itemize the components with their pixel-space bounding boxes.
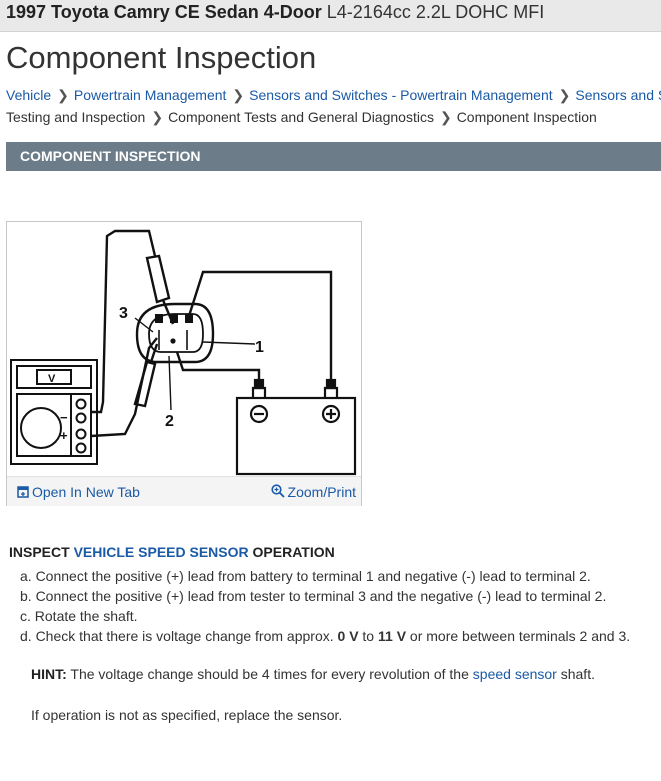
breadcrumb-current: Component Inspection: [456, 109, 597, 125]
vehicle-model: 1997 Toyota Camry CE Sedan 4-Door: [6, 2, 322, 22]
callout-1: 1: [255, 339, 264, 356]
breadcrumb: Vehicle❯Powertrain Management❯Sensors an…: [6, 87, 661, 104]
hint-text: The voltage change should be 4 times for…: [66, 666, 473, 682]
breadcrumb-sensors-and-switches[interactable]: Sensors and Switches - Powertrain Manage…: [249, 87, 553, 103]
probe-lower: [133, 360, 157, 408]
step-a: a. Connect the positive (+) lead from ba…: [20, 568, 591, 584]
voltage-max: 11 V: [378, 628, 407, 644]
speed-sensor-link[interactable]: speed sensor: [472, 666, 557, 682]
chevron-right-icon: ❯: [558, 87, 571, 103]
vehicle-engine: L4-2164cc 2.2L DOHC MFI: [326, 2, 545, 22]
sensor-connector: [135, 302, 215, 364]
title-suffix: OPERATION: [248, 544, 335, 560]
step-d-end: or more between terminals 2 and 3.: [406, 628, 631, 644]
wire-battery-minus: [175, 351, 261, 386]
title-prefix: INSPECT: [9, 544, 74, 560]
instructions: INSPECT VEHICLE SPEED SENSOR OPERATION a…: [9, 544, 659, 646]
wire-tester-minus: [91, 229, 157, 414]
probe-upper: [145, 254, 171, 304]
voltage-min: 0 V: [337, 628, 359, 644]
battery: [235, 378, 357, 476]
chevron-right-icon: ❯: [57, 87, 69, 103]
breadcrumb-line2: Testing and Inspection❯Component Tests a…: [6, 109, 597, 126]
breadcrumb-component-tests[interactable]: Component Tests and General Diagnostics: [168, 109, 434, 125]
meter-label: V: [48, 373, 56, 385]
zoom-label: Zoom/Print: [287, 484, 356, 500]
chevron-right-icon: ❯: [151, 109, 164, 125]
probe-lower-tip: [149, 343, 159, 363]
hint-text-end: shaft.: [556, 666, 595, 682]
replacement-note: If operation is not as specified, replac…: [31, 707, 343, 723]
section-header: COMPONENT INSPECTION: [6, 142, 661, 171]
multimeter: [10, 359, 98, 465]
callout-2: 2: [165, 413, 174, 430]
breadcrumb-powertrain-management[interactable]: Powertrain Management: [73, 87, 227, 103]
step-d: d. Check that there is voltage change fr…: [20, 626, 659, 646]
vehicle-title: 1997 Toyota Camry CE Sedan 4-Door L4-216…: [6, 2, 544, 23]
callout-3: 3: [119, 305, 128, 322]
meter-plus-sign: +: [60, 428, 68, 443]
vehicle-speed-sensor-link[interactable]: VEHICLE SPEED SENSOR: [73, 544, 249, 560]
page-title: Component Inspection: [6, 40, 317, 75]
chevron-right-icon: ❯: [232, 87, 245, 103]
step-b: b. Connect the positive (+) lead from te…: [20, 588, 607, 604]
vehicle-title-bar: 1997 Toyota Camry CE Sedan 4-Door L4-216…: [0, 0, 661, 32]
open-tab-icon: [17, 486, 29, 498]
step-c: c. Rotate the shaft.: [20, 608, 138, 624]
wire-tester-plus: [90, 337, 158, 438]
breadcrumb-sensors-truncated[interactable]: Sensors and Sv: [575, 87, 661, 103]
wiring-diagram[interactable]: 3 1 2 V − +: [7, 222, 361, 476]
open-in-new-tab-link[interactable]: Open In New Tab: [17, 484, 140, 500]
steps-list: a. Connect the positive (+) lead from ba…: [9, 566, 659, 646]
zoom-print-link[interactable]: Zoom/Print: [270, 484, 356, 500]
wire-battery-plus: [187, 270, 333, 386]
meter-minus-sign: −: [60, 410, 68, 425]
diagram-figure: 3 1 2 V − +: [6, 221, 362, 506]
breadcrumb-vehicle[interactable]: Vehicle: [6, 87, 52, 103]
magnifier-icon: [270, 484, 285, 498]
step-d-mid: to: [358, 628, 378, 644]
open-tab-label: Open In New Tab: [32, 484, 140, 500]
step-d-text: d. Check that there is voltage change fr…: [20, 628, 338, 644]
figure-toolbar: Open In New Tab Zoom/Print: [7, 476, 361, 506]
chevron-right-icon: ❯: [439, 109, 452, 125]
hint: HINT: The voltage change should be 4 tim…: [31, 666, 595, 682]
hint-label: HINT:: [31, 666, 67, 682]
instructions-title: INSPECT VEHICLE SPEED SENSOR OPERATION: [9, 544, 659, 560]
breadcrumb-testing-and-inspection[interactable]: Testing and Inspection: [6, 109, 146, 125]
